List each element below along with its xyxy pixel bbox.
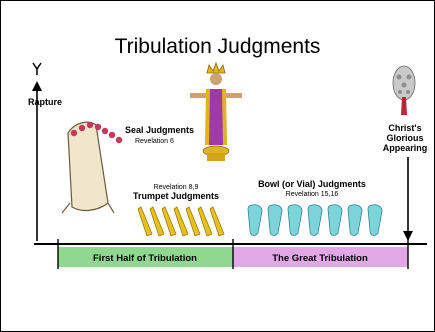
appearing-label-line1: Christ's [388,123,421,133]
appearing-figure [393,66,415,115]
christ-figure [190,63,242,161]
trumpet-judgments-ref: Revelation 8,9 [154,184,199,191]
tribulation-diagram: Rapture Seal Judgments Revelation 6 [26,53,427,273]
rapture-label: Rapture [28,97,62,107]
bowl-judgments-title: Bowl (or Vial) Judgments [258,179,366,189]
seal-scroll-icon [62,122,122,213]
bowls-icon [248,205,382,236]
diagram-canvas: Rapture Seal Judgments Revelation 6 [26,53,427,273]
first-half-label: First Half of Tribulation [93,253,197,264]
second-half-label: The Great Tribulation [272,253,368,264]
seal-judgments-ref: Revelation 6 [135,138,174,145]
bowl-judgments-ref: Revelation 15,16 [286,191,339,198]
rapture-arrow [32,63,42,241]
seal-judgments-title: Seal Judgments [125,125,194,135]
appearing-label-line2: Glorious [386,133,423,143]
trumpets-icon [138,207,224,236]
appearing-arrow [403,157,413,241]
trumpet-judgments-title: Trumpet Judgments [133,191,219,201]
appearing-label-line3: Appearing [383,143,427,153]
